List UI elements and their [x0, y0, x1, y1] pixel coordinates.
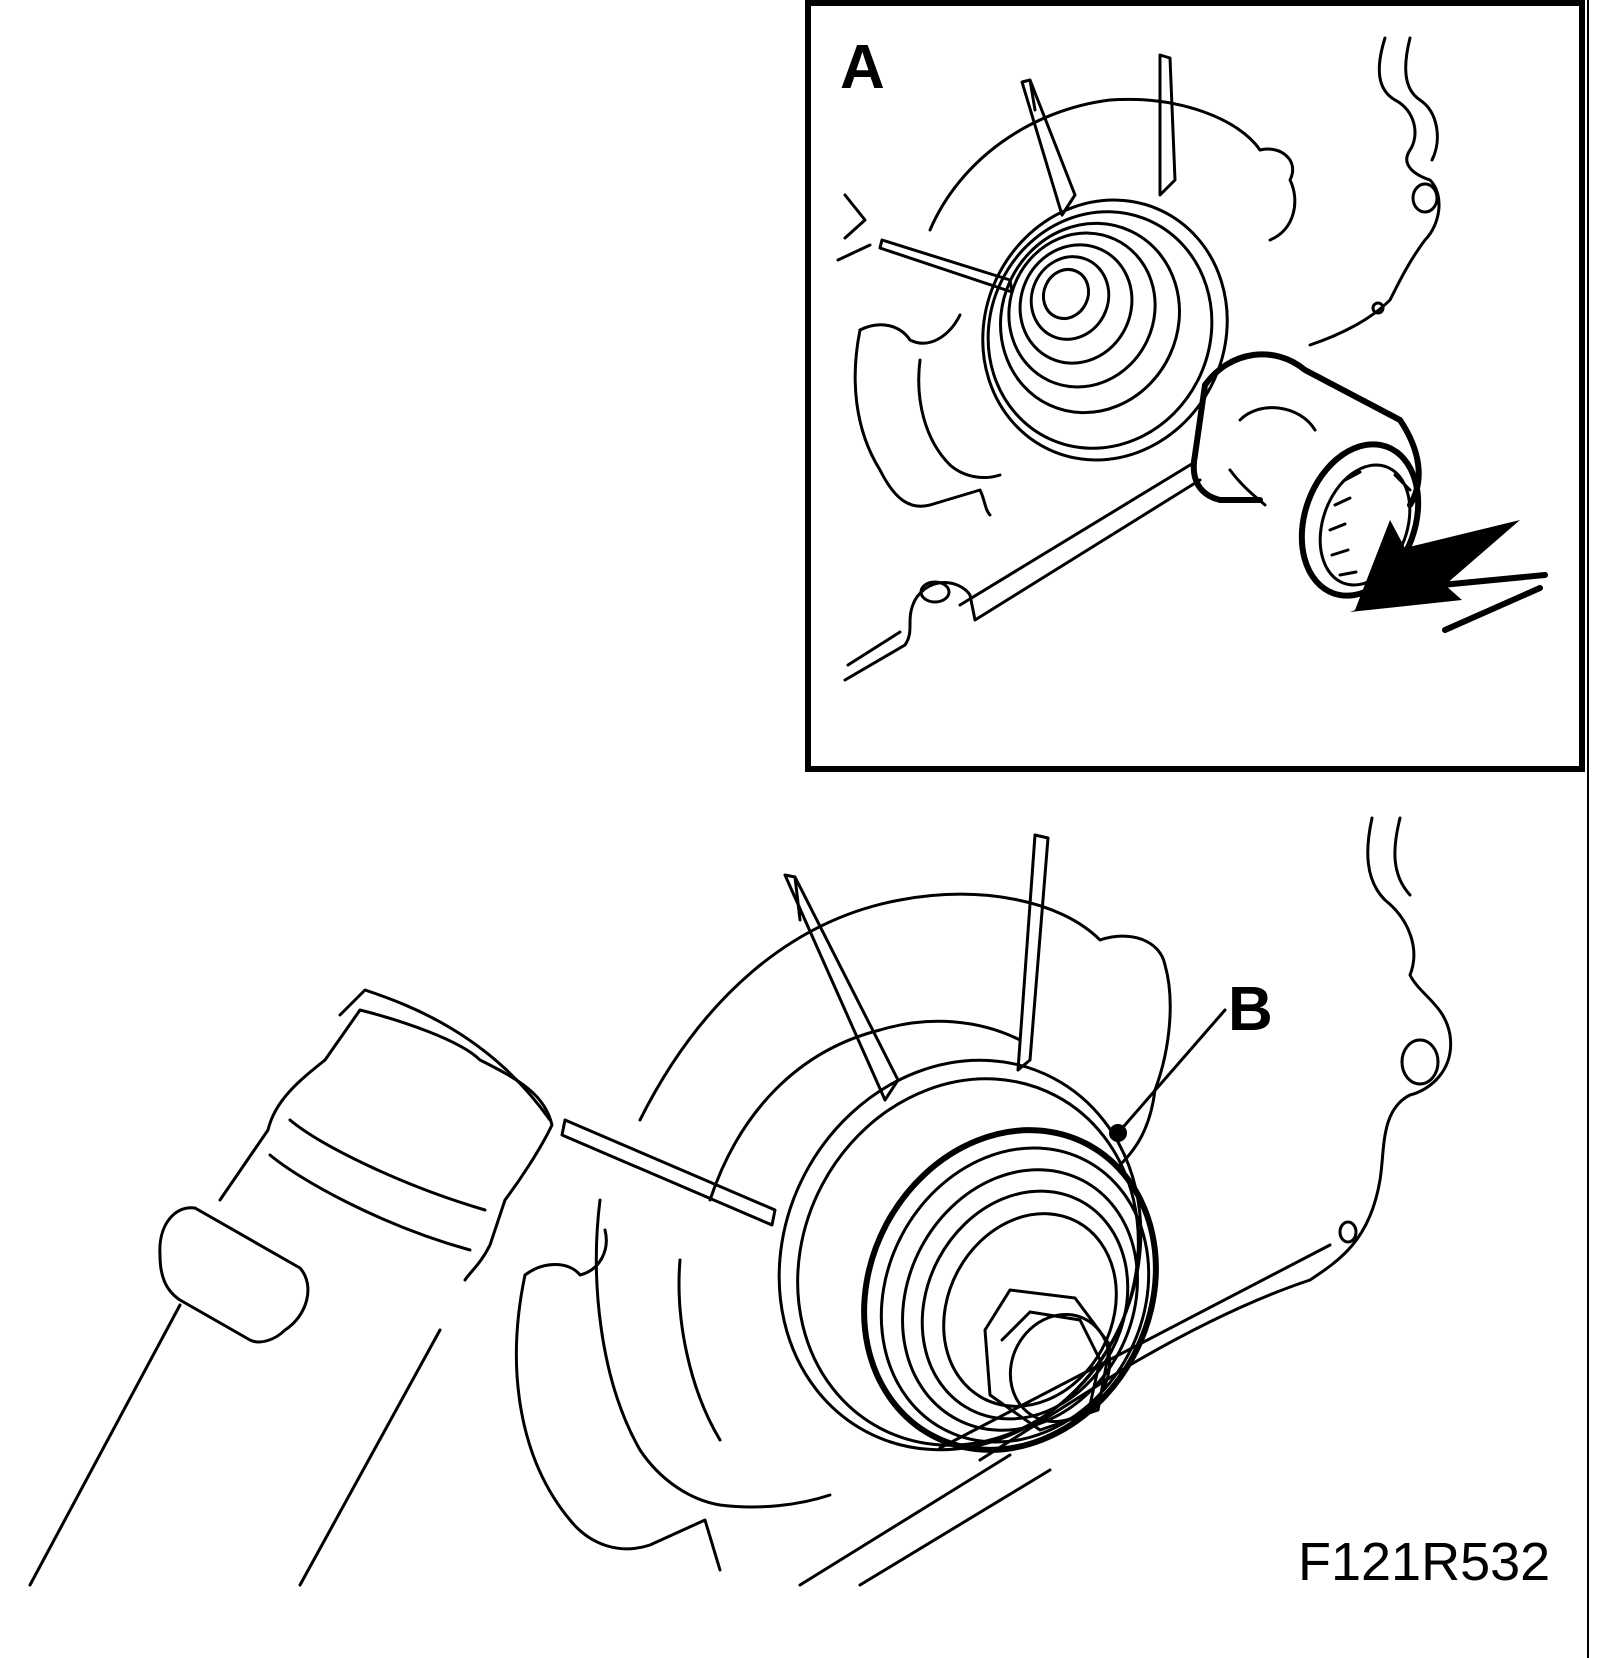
- main-housing-inner: [594, 1198, 832, 1509]
- inset-pulley-ring-2: [1007, 231, 1157, 389]
- inset-pulley-ring-3: [1018, 243, 1134, 365]
- inset-a-panel: A: [805, 0, 1585, 772]
- main-housing-arc: [708, 1019, 1022, 1202]
- inset-bolt-hole-upper: [1411, 182, 1439, 214]
- inset-housing-left: [853, 328, 992, 517]
- inset-vane-3: [878, 238, 1014, 294]
- inset-socket-mouth: [1298, 441, 1422, 599]
- inset-small-hole: [1371, 301, 1385, 315]
- inset-bolt-hole-lower: [919, 580, 951, 604]
- main-installer-ring-2: [901, 1168, 1139, 1432]
- main-housing-inner-2: [677, 1258, 722, 1442]
- inset-pulley-rim: [986, 210, 1214, 450]
- main-small-hole: [1338, 1220, 1358, 1244]
- main-housing-left: [514, 1228, 722, 1572]
- inset-label: A: [840, 33, 885, 102]
- main-drift-collar: [268, 1118, 487, 1252]
- inset-socket-splines: [1328, 470, 1412, 577]
- main-bolt-washer: [1008, 1312, 1112, 1424]
- inset-arrow-shaft-2: [1442, 585, 1543, 633]
- inset-gasket-outline: [1308, 36, 1441, 347]
- main-vane-3: [560, 1118, 777, 1227]
- inset-gasket-lower: [843, 478, 1202, 682]
- inset-socket-body: [1190, 351, 1422, 508]
- main-drift-handle: [28, 1303, 442, 1587]
- main-gasket-outline: [978, 816, 1453, 1462]
- inset-socket-band: [1228, 406, 1317, 507]
- main-pump-housing: [638, 892, 1172, 1167]
- main-installer-ring-4: [942, 1212, 1118, 1408]
- inset-vane-ghost: [836, 193, 872, 262]
- inset-gasket-lower-2: [846, 460, 1197, 667]
- inset-vane-2: [1158, 53, 1177, 197]
- main-bolt-hole: [1400, 1038, 1440, 1086]
- inset-pump-housing: [928, 97, 1297, 242]
- inset-vane-1: [1020, 78, 1077, 217]
- inset-push-arrow: [1350, 520, 1520, 612]
- seal-leader-line: [1116, 1008, 1227, 1135]
- main-installer-ring-1: [879, 1146, 1151, 1444]
- main-pulley-rim: [796, 1077, 1140, 1447]
- inset-pulley-outer: [981, 198, 1229, 462]
- inset-housing-inner: [917, 358, 1002, 479]
- inset-frame: [805, 0, 1585, 772]
- main-view: B: [28, 816, 1453, 1587]
- main-installer-outer: [861, 1127, 1159, 1453]
- seal-label: B: [1228, 975, 1273, 1044]
- inset-socket-inner: [1318, 463, 1412, 587]
- main-drift-tip: [338, 988, 552, 1122]
- main-installer-ring-3: [920, 1189, 1130, 1421]
- inset-pulley-bore: [1041, 268, 1091, 320]
- inset-arrow-shaft-1: [1387, 572, 1548, 593]
- main-vane-2: [1016, 833, 1050, 1072]
- inset-pulley-hub: [1029, 255, 1111, 341]
- inset-pulley-ring-1: [999, 221, 1181, 415]
- inset-housing-left-2: [858, 313, 962, 345]
- main-drift-body: [218, 1008, 554, 1282]
- figure-code: F121R532: [1298, 1532, 1550, 1592]
- main-drift-knob: [158, 1206, 310, 1344]
